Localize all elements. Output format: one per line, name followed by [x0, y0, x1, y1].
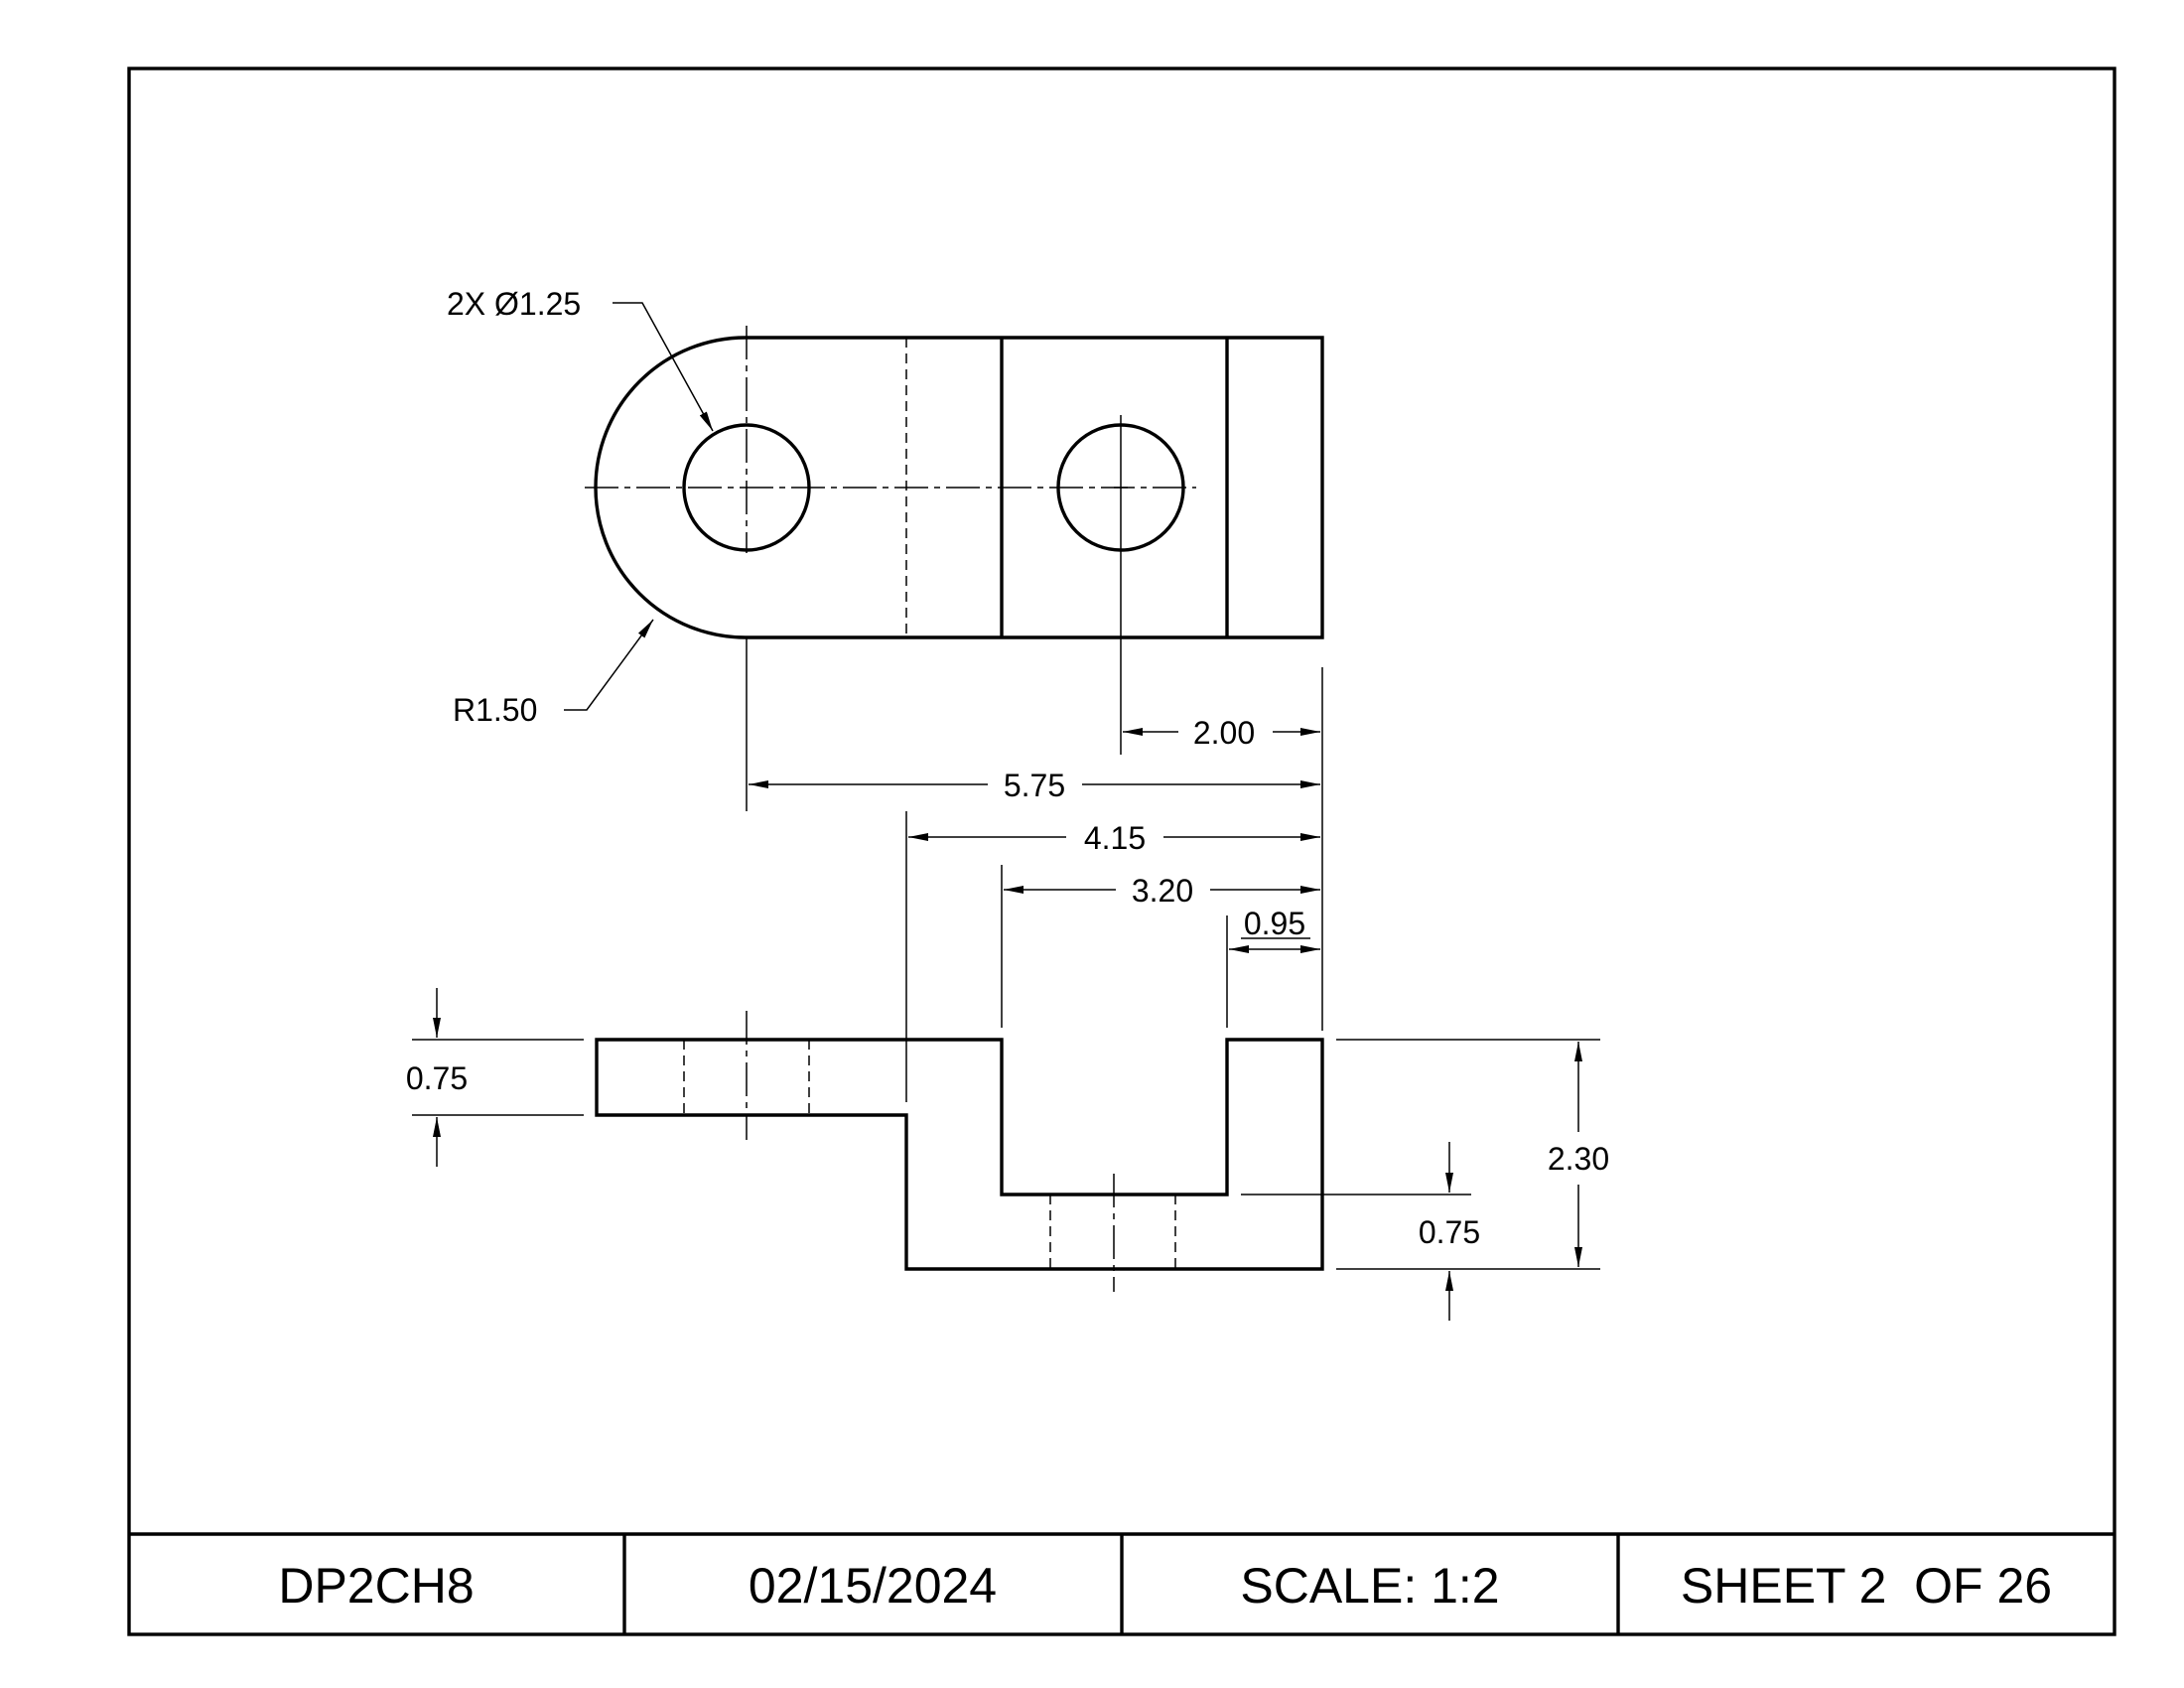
dimensions: 2.00 5.75 4.15 3.20 0.95 0.75 2.30 — [406, 286, 1609, 1321]
hole-callout: 2X Ø1.25 — [447, 286, 581, 322]
dim-5-75: 5.75 — [1004, 768, 1065, 803]
front-view-outline — [595, 1038, 1324, 1271]
sheet-number: SHEET 2 OF 26 — [1681, 1558, 2052, 1614]
drawing-date: 02/15/2024 — [749, 1558, 997, 1614]
drawing-id: DP2CH8 — [278, 1558, 474, 1614]
title-block: DP2CH8 02/15/2024 SCALE: 1:2 SHEET 2 OF … — [129, 1532, 2115, 1634]
dim-4-15: 4.15 — [1084, 820, 1146, 856]
dim-0-95: 0.95 — [1244, 906, 1305, 941]
radius-leader — [564, 619, 654, 711]
front-view — [595, 1011, 1324, 1292]
hole-callout-leader — [613, 302, 714, 432]
drawing-scale: SCALE: 1:2 — [1240, 1558, 1499, 1614]
radius-callout: R1.50 — [453, 692, 537, 728]
top-view — [585, 326, 1324, 639]
dim-0-75-left: 0.75 — [406, 1060, 468, 1096]
leaders — [564, 302, 714, 711]
dim-3-20: 3.20 — [1132, 873, 1193, 909]
dim-0-75-right: 0.75 — [1419, 1214, 1480, 1250]
dim-2-30: 2.30 — [1548, 1141, 1609, 1177]
dim-2-00: 2.00 — [1193, 715, 1255, 751]
